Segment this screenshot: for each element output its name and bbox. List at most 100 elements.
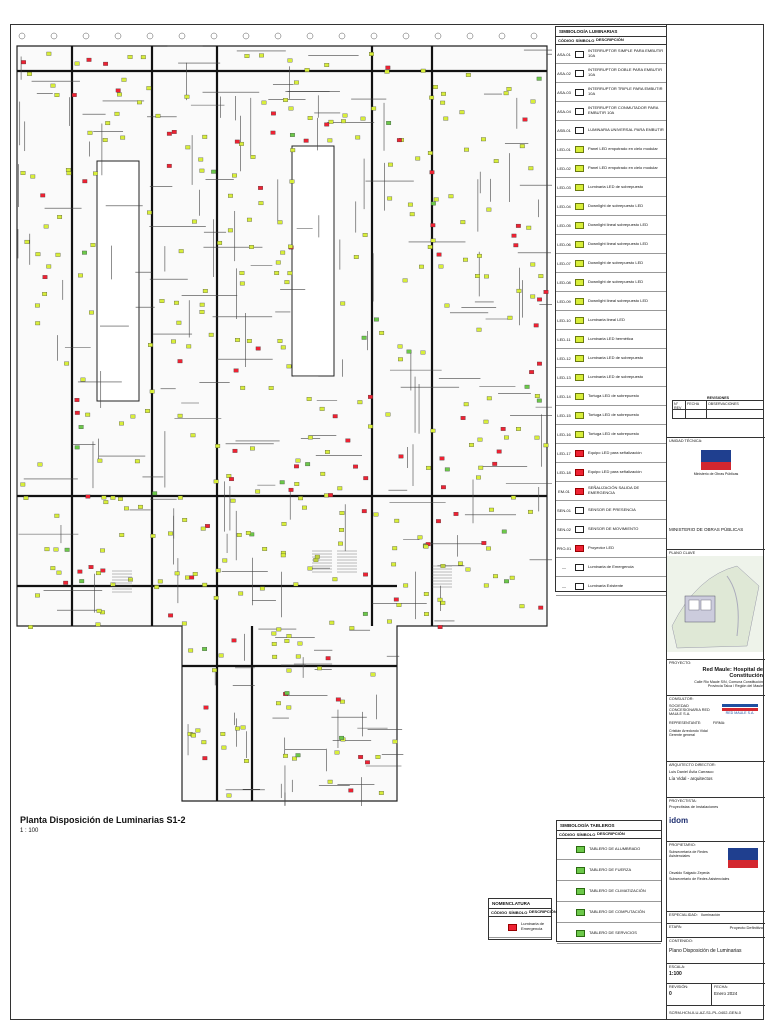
legend-code: LED-17 bbox=[557, 450, 571, 456]
luminaire-icon bbox=[430, 223, 436, 228]
luminaire-icon bbox=[363, 476, 369, 481]
legend-description: LUMINARIA UNIVERSAL PARA EMBUTIR bbox=[588, 126, 664, 132]
luminaire-icon bbox=[54, 513, 60, 518]
legend-code: SEN-02 bbox=[556, 526, 571, 532]
luminaire-icon bbox=[249, 245, 254, 249]
luminaire-icon bbox=[292, 756, 297, 761]
legend-symbol bbox=[572, 145, 586, 153]
luminaire-icon bbox=[288, 244, 293, 249]
legend-row: —Luminaria Existente bbox=[556, 577, 666, 596]
luminaire-icon bbox=[148, 343, 153, 347]
legend-col-desc: DESCRIPCIÓN bbox=[596, 37, 624, 42]
luminaire-icon bbox=[20, 171, 26, 175]
luminaire-icon bbox=[287, 58, 293, 63]
legend-description: Downlight de sobrepuesto LED bbox=[588, 202, 644, 208]
luminaire-icon bbox=[509, 575, 515, 580]
legend-code: — bbox=[562, 564, 566, 570]
luminaire-icon bbox=[398, 454, 404, 459]
plan-title: Planta Disposición de Luminarias S1-2 bbox=[20, 815, 186, 825]
luminaire-icon bbox=[275, 260, 281, 265]
luminaire-icon bbox=[217, 240, 223, 245]
legend-symbol bbox=[573, 845, 587, 853]
legend-description: Panel LED empotrado en cielo modular bbox=[588, 145, 658, 151]
grid-axis-bubble bbox=[242, 32, 250, 40]
legend-symbol bbox=[572, 506, 586, 514]
luminaire-icon bbox=[306, 397, 312, 401]
legend-row: — Luminaria de Emergencia bbox=[556, 558, 666, 577]
luminaire-icon bbox=[42, 275, 48, 280]
luminaire-icon bbox=[538, 605, 544, 610]
legend-description: Downlight de sobrepuesto LED bbox=[588, 259, 644, 265]
luminaire-icon bbox=[203, 705, 209, 710]
luminaire-icon bbox=[334, 750, 340, 755]
luminaire-icon bbox=[97, 458, 103, 463]
luminaire-icon bbox=[199, 310, 205, 314]
luminaire-icon bbox=[119, 533, 125, 537]
legend-description: INTERRUPTOR SIMPLE PARA EMBUTIR 10A bbox=[588, 48, 664, 58]
luminaire-icon bbox=[255, 489, 261, 494]
luminaire-icon bbox=[501, 529, 507, 534]
luminaire-icon bbox=[342, 113, 348, 118]
luminaire-icon bbox=[192, 219, 197, 224]
luminaire-icon bbox=[174, 300, 179, 305]
luminaire-icon bbox=[481, 137, 486, 142]
especialidad-box: ESPECIALIDAD: Iluminación bbox=[667, 912, 765, 924]
legend-description: Luminaria LED de sobrepuesto bbox=[588, 183, 644, 189]
luminaire-icon bbox=[463, 402, 469, 407]
luminaire-icon bbox=[387, 196, 393, 201]
luminaire-icon bbox=[145, 409, 150, 413]
luminaire-icon bbox=[373, 512, 379, 517]
grid-axis-bubble bbox=[210, 32, 218, 40]
luminaire-icon bbox=[230, 498, 236, 503]
luminaire-icon bbox=[534, 435, 540, 440]
proyectista-label: PROYECTISTA: bbox=[669, 799, 697, 803]
luminaire-icon bbox=[441, 91, 446, 96]
luminaire-icon bbox=[524, 384, 530, 389]
legend-code: LED-06 bbox=[557, 241, 571, 247]
luminaire-icon bbox=[154, 585, 160, 590]
legend-symbol bbox=[572, 544, 586, 552]
legend-description: SENSOR DE PRESENCIA bbox=[588, 506, 636, 512]
luminaire-symbol-icon bbox=[574, 164, 584, 172]
luminaire-icon bbox=[430, 428, 436, 433]
luminaire-icon bbox=[537, 297, 542, 302]
luminaire-icon bbox=[477, 253, 482, 258]
contenido-value: Plano Disposición de Luminarias bbox=[669, 948, 742, 954]
luminaire-icon bbox=[500, 426, 506, 431]
luminaire-symbol-icon bbox=[574, 221, 584, 229]
luminaire-icon bbox=[218, 653, 224, 658]
luminaire-icon bbox=[171, 339, 176, 344]
luminaire-icon bbox=[74, 445, 80, 450]
legend-symbol bbox=[572, 183, 586, 191]
luminaire-icon bbox=[20, 482, 26, 487]
legend-col-code: CÓDIGO bbox=[558, 38, 575, 43]
luminaire-icon bbox=[232, 448, 238, 453]
luminaire-symbol-icon bbox=[574, 487, 584, 495]
especialidad-value: Iluminación bbox=[700, 913, 721, 917]
luminaire-icon bbox=[27, 72, 32, 76]
luminaire-icon bbox=[284, 691, 290, 696]
legend-description: Luminaria de Emergencia bbox=[588, 563, 634, 569]
luminaire-icon bbox=[130, 414, 136, 419]
luminaire-symbol-icon bbox=[574, 126, 584, 134]
luminaire-icon bbox=[281, 522, 287, 526]
luminaire-icon bbox=[250, 155, 256, 159]
luminaire-icon bbox=[211, 169, 217, 174]
luminaire-icon bbox=[201, 740, 207, 745]
luminaire-icon bbox=[460, 220, 466, 225]
luminaire-icon bbox=[238, 591, 244, 596]
fecha-value: Enero 2024 bbox=[714, 991, 738, 996]
luminaire-icon bbox=[369, 52, 374, 56]
grid-axis-bubble bbox=[114, 32, 122, 40]
luminaire-icon bbox=[240, 385, 246, 390]
luminaire-icon bbox=[375, 755, 381, 759]
luminaire-symbol-icon bbox=[574, 316, 584, 324]
luminaire-symbol-icon bbox=[574, 582, 584, 590]
legend-description: Downlight lineal sobrepuesto LED bbox=[588, 240, 649, 246]
